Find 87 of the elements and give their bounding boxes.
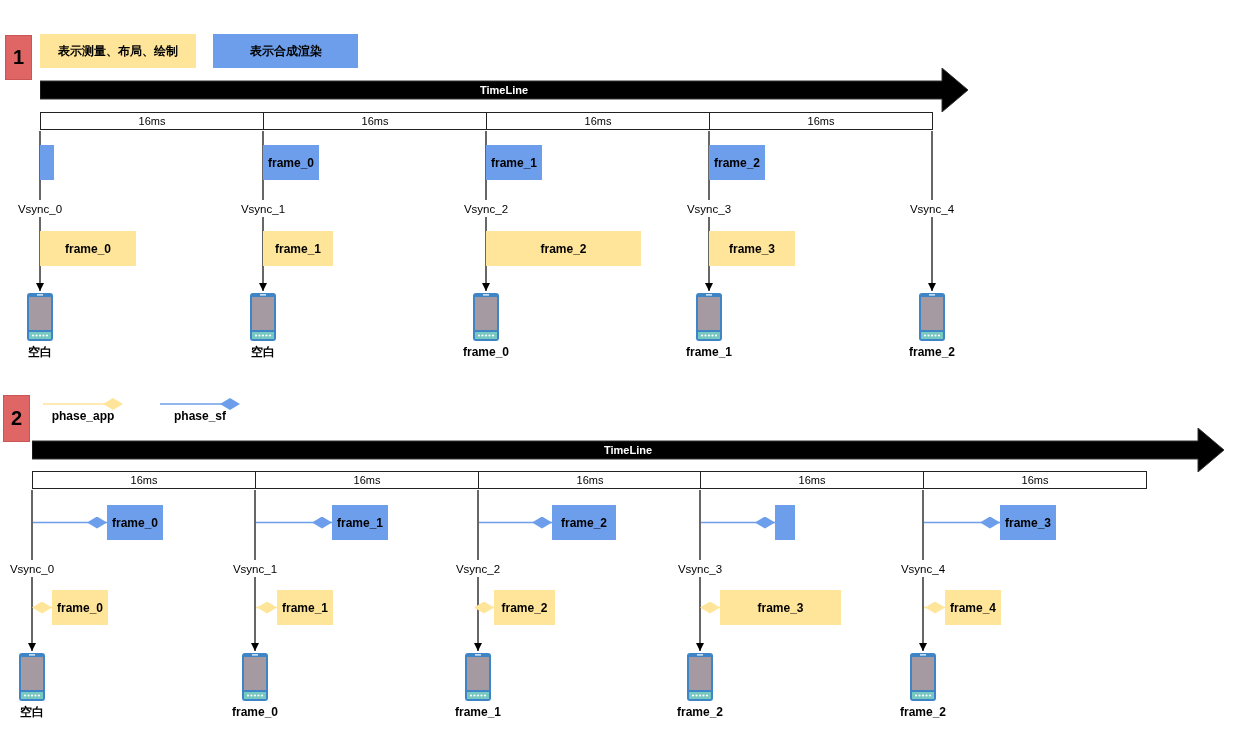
phone-icon xyxy=(464,652,492,702)
duration-cell: 16ms xyxy=(263,112,487,130)
phase-connector xyxy=(32,601,53,614)
arrow xyxy=(696,576,704,652)
arrow xyxy=(251,576,259,652)
phone-icon xyxy=(918,292,946,342)
phase-connector xyxy=(700,601,721,614)
arrow xyxy=(259,216,267,292)
phase-connector xyxy=(32,516,108,529)
vsync-line xyxy=(708,130,710,201)
vsync-line xyxy=(699,489,701,561)
duration-cell: 16ms xyxy=(255,471,479,489)
frame-box: frame_1 xyxy=(277,590,333,625)
timeline-label: TimeLine xyxy=(478,83,530,97)
vsync-line xyxy=(254,489,256,561)
empty-frame-box xyxy=(40,145,54,180)
timeline-arrow xyxy=(32,428,1224,472)
arrow xyxy=(919,576,927,652)
vsync-line xyxy=(922,489,924,561)
frame-box: frame_3 xyxy=(709,231,795,266)
phone-caption: 空白 xyxy=(19,705,45,719)
duration-cell: 16ms xyxy=(923,471,1147,489)
legend-label: 表示合成渲染 xyxy=(249,42,322,60)
timeline-label: TimeLine xyxy=(602,443,654,457)
arrow xyxy=(705,216,713,292)
vsync-line xyxy=(485,130,487,201)
arrow xyxy=(28,576,36,652)
phase-connector xyxy=(474,601,495,614)
section-badge: 1 xyxy=(5,35,32,80)
legend-label: 表示测量、布局、绘制 xyxy=(58,42,178,60)
phone-icon xyxy=(686,652,714,702)
duration-cell: 16ms xyxy=(486,112,710,130)
frame-box: frame_1 xyxy=(486,145,542,180)
legend-label: phase_app xyxy=(50,409,116,423)
frame-box: frame_0 xyxy=(263,145,319,180)
phone-caption: frame_0 xyxy=(462,345,510,359)
empty-frame-box xyxy=(775,505,795,540)
frame-box: frame_3 xyxy=(720,590,841,625)
arrow xyxy=(474,576,482,652)
frame-box: frame_2 xyxy=(552,505,616,540)
frame-box: frame_3 xyxy=(1000,505,1056,540)
phase-connector xyxy=(700,516,776,529)
phone-icon xyxy=(695,292,723,342)
phone-caption: frame_2 xyxy=(899,705,947,719)
frame-box: frame_2 xyxy=(486,231,641,266)
phone-icon xyxy=(909,652,937,702)
frame-box: frame_4 xyxy=(945,590,1001,625)
duration-cell: 16ms xyxy=(478,471,702,489)
phone-caption: 空白 xyxy=(250,345,276,359)
phone-icon xyxy=(241,652,269,702)
phone-caption: frame_0 xyxy=(231,705,279,719)
section-badge: 2 xyxy=(3,395,30,442)
phase-connector xyxy=(923,516,1001,529)
frame-box: frame_1 xyxy=(263,231,333,266)
phone-icon xyxy=(249,292,277,342)
phone-caption: frame_2 xyxy=(908,345,956,359)
vsync-line xyxy=(39,130,41,201)
legend-label: phase_sf xyxy=(173,409,227,423)
phase-connector xyxy=(478,516,553,529)
duration-cell: 16ms xyxy=(40,112,264,130)
frame-box: frame_1 xyxy=(332,505,388,540)
phone-caption: frame_1 xyxy=(454,705,502,719)
phone-icon xyxy=(472,292,500,342)
frame-box: frame_2 xyxy=(709,145,765,180)
frame-box: frame_0 xyxy=(40,231,136,266)
arrow xyxy=(482,216,490,292)
vsync-line xyxy=(931,130,933,201)
duration-cell: 16ms xyxy=(700,471,924,489)
frame-box: frame_0 xyxy=(107,505,163,540)
vsync-line xyxy=(477,489,479,561)
phone-caption: 空白 xyxy=(27,345,53,359)
phone-caption: frame_1 xyxy=(685,345,733,359)
frame-box: frame_2 xyxy=(494,590,555,625)
phase-connector xyxy=(255,516,333,529)
phase-connector xyxy=(923,601,946,614)
duration-cell: 16ms xyxy=(32,471,256,489)
duration-cell: 16ms xyxy=(709,112,933,130)
phone-icon xyxy=(18,652,46,702)
arrow xyxy=(36,216,44,292)
phase-connector xyxy=(255,601,278,614)
vsync-line xyxy=(31,489,33,561)
timeline-arrow xyxy=(40,68,968,112)
phone-icon xyxy=(26,292,54,342)
arrow xyxy=(928,216,936,292)
phone-caption: frame_2 xyxy=(676,705,724,719)
vsync-line xyxy=(262,130,264,201)
frame-box: frame_0 xyxy=(52,590,108,625)
